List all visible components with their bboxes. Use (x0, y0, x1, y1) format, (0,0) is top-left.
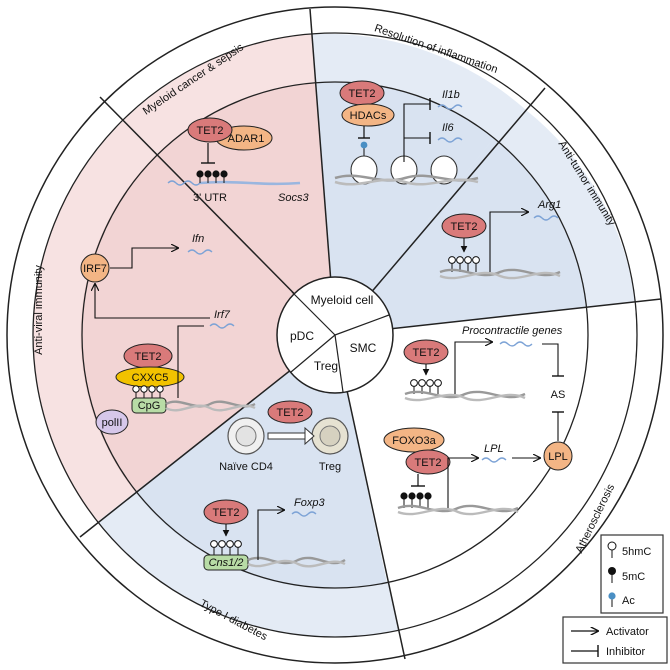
tet2-pill-b (405, 449, 451, 475)
polii-label: polII (102, 417, 123, 429)
inner-ring (81, 81, 589, 589)
hub-myeloid-cell: Myeloid cell (311, 293, 374, 307)
foxo3a-pill (383, 427, 445, 453)
lpl-protein-label: LPL (548, 451, 568, 463)
il6-label: Il6 (442, 122, 455, 134)
hub-smc: SMC (350, 341, 377, 355)
polii-pill (95, 409, 129, 435)
methyl-marks (196, 170, 228, 183)
tet2-label: TET2 (349, 88, 376, 100)
hub-pdc: pDC (290, 329, 314, 343)
adar1-label: ADAR1 (228, 133, 265, 145)
legend-activator-label: Activator (606, 626, 649, 638)
legend-5hmc-label: 5hmC (622, 546, 651, 558)
panel-anti-viral: IRF7 Ifn Irf7 TET2 CXXC5 CpG polII (80, 233, 256, 435)
tet2-label: TET2 (451, 221, 478, 233)
lpl-protein-node (543, 441, 573, 471)
naive-cd4-label: Naïve CD4 (219, 461, 273, 473)
tet2-pill-a (267, 400, 313, 424)
panel-type1-diabetes: TET2 Naïve CD4 Treg TET2 Cns1/2 Foxp3 (203, 400, 349, 571)
legend-5mc-label: 5mC (622, 571, 645, 583)
sector-athero (335, 307, 588, 583)
legend-ac-label: Ac (622, 595, 635, 607)
cpg-label: CpG (138, 400, 161, 412)
tet2-label: TET2 (197, 125, 224, 137)
socs3-label: Socs3 (278, 192, 309, 204)
tet2-label-b: TET2 (415, 457, 442, 469)
il1b-label: Il1b (442, 89, 460, 101)
irf7-protein-label: IRF7 (83, 263, 107, 275)
cxxc5-label: CXXC5 (132, 372, 169, 384)
panel-atherosclerosis: TET2 Procontractile genes AS FOXO3a TET2 (383, 325, 573, 516)
panel-resolution: TET2 HDACs Il1b Il6 (334, 80, 479, 186)
treg-cell (311, 417, 349, 455)
tet2-label-a: TET2 (413, 347, 440, 359)
sector-resolution (316, 82, 494, 336)
hdacs-pill (341, 103, 395, 127)
arg1-label: Arg1 (537, 199, 561, 211)
sector-myeloid-cancer (156, 83, 335, 335)
hdacs-label: HDACs (350, 110, 387, 122)
hub-treg: Treg (314, 359, 338, 373)
legend-inhibitor-label: Inhibitor (606, 646, 645, 658)
ifn-label: Ifn (192, 233, 204, 245)
sector-t1d (135, 335, 387, 589)
hmc-marks (448, 256, 480, 272)
outer-band (32, 32, 638, 638)
foxo3a-label: FOXO3a (392, 435, 436, 447)
tet2-pill (187, 117, 233, 143)
naive-cd4-cell (227, 417, 265, 455)
irf7-gene-label: Irf7 (214, 309, 231, 321)
tet2-label-a: TET2 (277, 407, 304, 419)
cpg-box (131, 397, 167, 414)
legend-arrows: Activator Inhibitor (562, 616, 668, 664)
tet2-label: TET2 (135, 351, 162, 363)
central-hub: Myeloid cell pDC SMC Treg (276, 276, 394, 394)
cns-box (203, 554, 249, 571)
panel-myeloid-cancer: ADAR1 TET2 3' UTR Socs3 (167, 117, 309, 204)
tet2-label-b: TET2 (213, 507, 240, 519)
procontractile-label: Procontractile genes (462, 325, 563, 337)
foxp3-label: Foxp3 (294, 497, 325, 509)
as-label: AS (551, 389, 566, 401)
section-label-anti-viral: Anti-viral immunity (33, 265, 45, 355)
utr-label: 3' UTR (193, 192, 227, 204)
panel-anti-tumor: TET2 Arg1 (439, 199, 561, 280)
lpl-gene-label: LPL (484, 443, 504, 455)
cns-label: Cns1/2 (209, 557, 244, 569)
irf7-protein-node (80, 253, 110, 283)
hmc-marks (210, 540, 242, 555)
treg-label: Treg (319, 461, 341, 473)
legend-marks: 5hmC 5mC Ac (600, 534, 664, 614)
hmc-marks (132, 385, 164, 398)
